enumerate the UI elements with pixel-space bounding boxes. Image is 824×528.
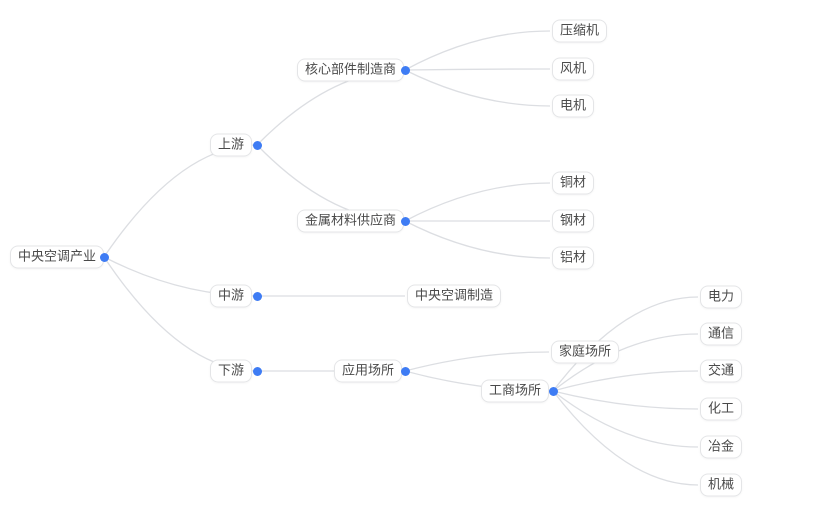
node-midstream[interactable]: 中游 bbox=[210, 284, 253, 308]
edge bbox=[404, 351, 550, 372]
node-downstream[interactable]: 下游 bbox=[210, 359, 253, 383]
node-transportation[interactable]: 交通 bbox=[700, 359, 743, 383]
edge bbox=[404, 30, 551, 71]
edge bbox=[404, 220, 551, 259]
edge bbox=[552, 370, 699, 392]
node-steel[interactable]: 钢材 bbox=[552, 209, 595, 233]
node-industrial-commercial-places[interactable]: 工商场所 bbox=[481, 379, 550, 403]
node-upstream[interactable]: 上游 bbox=[210, 133, 253, 157]
expander-dot-industrial-commercial-places[interactable] bbox=[548, 386, 558, 396]
expander-dot-midstream[interactable] bbox=[252, 291, 262, 301]
expander-dot-core-component-manufacturer[interactable] bbox=[400, 65, 410, 75]
edge bbox=[103, 144, 258, 258]
edge bbox=[552, 390, 699, 410]
node-root[interactable]: 中央空调产业 bbox=[10, 245, 105, 269]
node-metallurgy[interactable]: 冶金 bbox=[700, 435, 743, 459]
node-communication[interactable]: 通信 bbox=[700, 322, 743, 346]
node-chemical[interactable]: 化工 bbox=[700, 397, 743, 421]
node-copper[interactable]: 铜材 bbox=[552, 171, 595, 195]
expander-dot-root[interactable] bbox=[99, 252, 109, 262]
node-machinery[interactable]: 机械 bbox=[700, 473, 743, 497]
node-compressor[interactable]: 压缩机 bbox=[552, 19, 608, 43]
node-home-places[interactable]: 家庭场所 bbox=[551, 340, 620, 364]
node-fan[interactable]: 风机 bbox=[552, 57, 595, 81]
expander-dot-upstream[interactable] bbox=[252, 140, 262, 150]
node-metal-material-supplier[interactable]: 金属材料供应商 bbox=[297, 209, 405, 233]
expander-dot-application-places[interactable] bbox=[400, 366, 410, 376]
edge bbox=[103, 256, 258, 372]
edge bbox=[552, 333, 699, 392]
edge bbox=[552, 296, 699, 392]
expander-dot-metal-material-supplier[interactable] bbox=[400, 216, 410, 226]
edge bbox=[404, 68, 551, 71]
edge bbox=[404, 69, 551, 107]
node-motor[interactable]: 电机 bbox=[552, 94, 595, 118]
edge bbox=[404, 182, 551, 222]
node-central-ac-manufacturing[interactable]: 中央空调制造 bbox=[407, 284, 502, 308]
expander-dot-downstream[interactable] bbox=[252, 366, 262, 376]
node-electric-power[interactable]: 电力 bbox=[700, 285, 743, 309]
node-aluminum[interactable]: 铝材 bbox=[552, 246, 595, 270]
edge bbox=[552, 390, 699, 448]
edge bbox=[552, 390, 699, 486]
node-core-component-manufacturer[interactable]: 核心部件制造商 bbox=[297, 58, 405, 82]
node-application-places[interactable]: 应用场所 bbox=[334, 359, 403, 383]
